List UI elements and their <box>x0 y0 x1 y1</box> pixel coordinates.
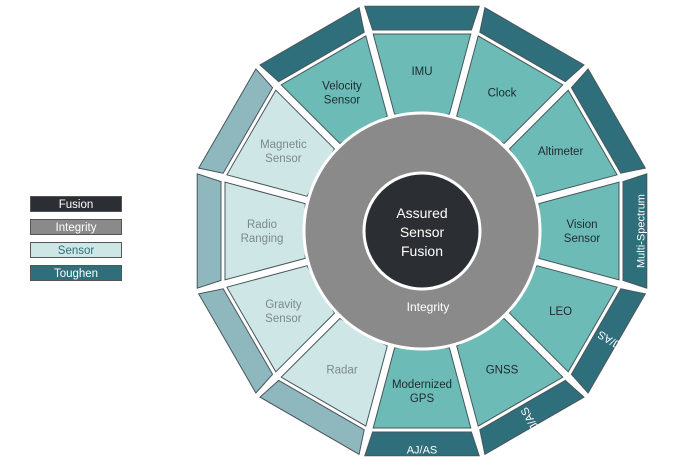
toughen-segment <box>479 379 585 456</box>
toughen-ring <box>196 5 648 457</box>
legend: Fusion Integrity Sensor Toughen <box>30 196 122 288</box>
legend-sensor: Sensor <box>30 242 122 258</box>
core-line-3: Fusion <box>401 243 443 259</box>
legend-fusion: Fusion <box>30 196 122 212</box>
sensor-ring <box>224 33 620 429</box>
sensor-segment <box>224 181 306 281</box>
toughen-segment <box>197 68 274 174</box>
toughen-segment <box>197 288 274 394</box>
sensor-label: GPS <box>410 393 435 405</box>
sensor-label: Altimeter <box>538 146 584 158</box>
sensor-label: Sensor <box>564 233 601 245</box>
toughen-segment <box>570 288 647 394</box>
integrity-label: Integrity <box>407 300 450 314</box>
sensor-labels: IMUClockAltimeterVisionSensorLEOGNSSMode… <box>241 66 601 405</box>
core-line-1: Assured <box>396 205 447 221</box>
sensor-label: Clock <box>488 87 517 99</box>
sensor-label: Radar <box>326 365 357 377</box>
toughen-segment <box>259 6 365 83</box>
toughen-segment <box>196 173 222 289</box>
sensor-label: Vision <box>566 219 597 231</box>
toughen-segment <box>570 68 647 174</box>
legend-toughen: Toughen <box>30 265 122 281</box>
sensor-label: GNSS <box>486 365 519 377</box>
legend-integrity: Integrity <box>30 219 122 235</box>
sensor-label: Sensor <box>265 313 302 325</box>
sensor-segment <box>538 181 620 281</box>
toughen-segment <box>259 379 365 456</box>
sensor-label: Magnetic <box>260 139 307 151</box>
core-line-2: Sensor <box>400 224 445 240</box>
sensor-label: LEO <box>549 306 572 318</box>
toughen-label: AJ/AS <box>407 445 438 457</box>
fusion-core <box>362 171 482 291</box>
sensor-label: Sensor <box>265 153 302 165</box>
sensor-label: Radio <box>247 219 277 231</box>
toughen-segment <box>622 173 648 289</box>
toughen-label: Multi-Spectrum <box>636 194 648 268</box>
sensor-label: Gravity <box>265 299 302 311</box>
sensor-label: Ranging <box>241 233 284 245</box>
sensor-label: Modernized <box>392 379 452 391</box>
toughen-segment <box>479 6 585 83</box>
sensor-label: Velocity <box>322 80 362 92</box>
toughen-segment <box>364 431 480 457</box>
toughen-segment <box>364 5 480 31</box>
sensor-label: Sensor <box>324 94 361 106</box>
sensor-label: IMU <box>411 66 432 78</box>
